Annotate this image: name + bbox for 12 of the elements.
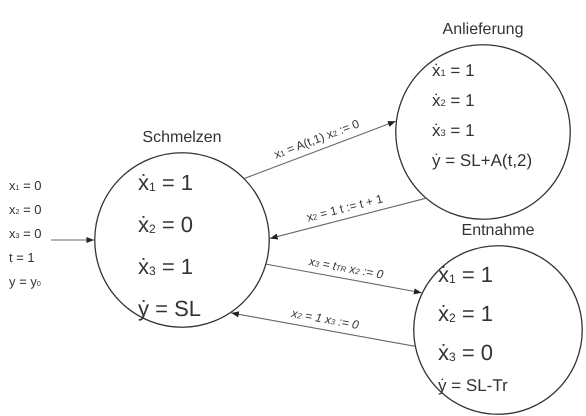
transition-arrow [51, 236, 94, 244]
equation: ẏ = SL-Tr [438, 377, 508, 394]
state-name: Anlieferung [442, 22, 524, 38]
initial-condition: t = 1 [9, 251, 35, 264]
transition-arrow [266, 264, 422, 294]
transition-arrow [231, 311, 415, 347]
state-name: Schmelzen [141, 130, 223, 146]
transition-arrow [270, 198, 426, 240]
equation: ẏ = SL [138, 298, 201, 320]
state-name: Entnahme [460, 223, 536, 239]
transition-arrow [244, 120, 396, 179]
equation: ẏ = SL+A(t,2) [432, 152, 532, 169]
